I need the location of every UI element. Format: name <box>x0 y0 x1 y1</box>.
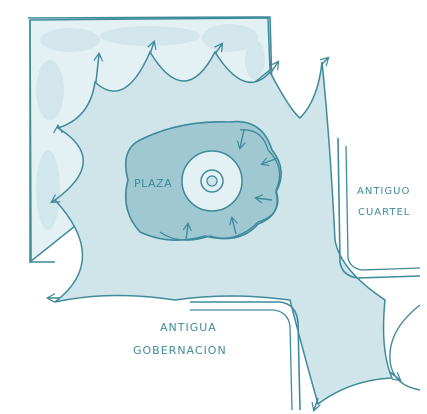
plaza-lobes <box>159 129 281 241</box>
arrow-northeast <box>319 56 330 67</box>
arrow-southeast <box>389 371 402 382</box>
arrow-north-4 <box>269 60 280 75</box>
cuartel-block-outline-inner <box>345 145 421 271</box>
gobernacion-block-outline-inner <box>190 309 293 411</box>
antigua-gobernacion-label-line1: ANTIGUA <box>160 321 217 334</box>
arrow-north-2 <box>147 39 157 55</box>
plaza-frame-left-edge <box>29 19 55 263</box>
antiguo-cuartel-label-line1: ANTIGUO <box>357 186 411 197</box>
arrow-plaza-bottom-2 <box>182 222 192 241</box>
right-edge-curve <box>389 304 421 391</box>
wash-texture <box>36 24 265 230</box>
arrow-plaza-bottom-1 <box>229 216 238 235</box>
outward-arrows <box>45 39 402 413</box>
arrow-north-3 <box>214 42 224 55</box>
arrow-north-1 <box>93 51 104 83</box>
fountain-middle-ring <box>200 169 224 193</box>
inward-arrows <box>182 129 279 241</box>
arrow-west-2 <box>50 194 61 204</box>
plaza-label: PLAZA <box>134 177 173 190</box>
arrow-plaza-right-1 <box>260 157 279 167</box>
arrow-south <box>311 397 321 413</box>
fountain-inner-ring <box>206 175 218 187</box>
gobernacion-block-outline <box>190 301 301 411</box>
arrow-plaza-right-2 <box>254 194 273 204</box>
cuartel-block-outline <box>337 137 421 279</box>
arrow-plaza-top <box>236 129 246 150</box>
antiguo-cuartel-label-line2: CUARTEL <box>358 207 411 218</box>
antigua-gobernacion-label-line2: GOBERNACION <box>133 344 227 357</box>
